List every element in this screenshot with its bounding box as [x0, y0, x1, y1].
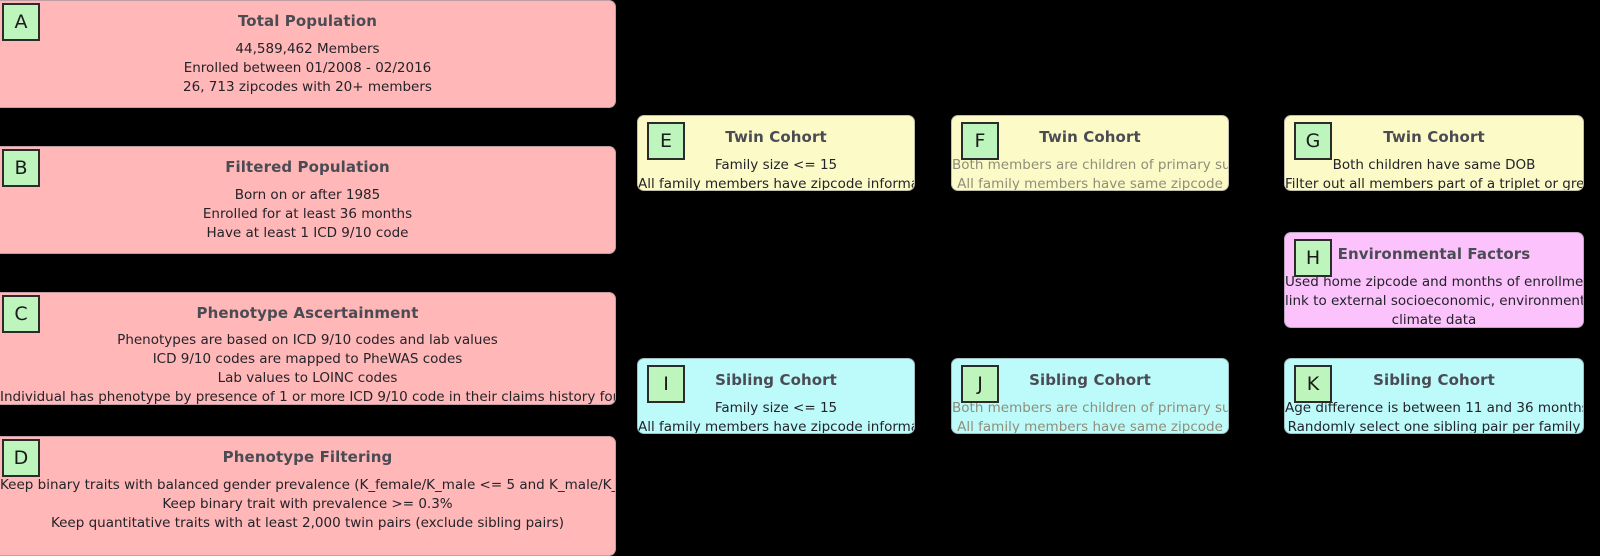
panel-b-badge: B: [2, 149, 40, 187]
panel-b-line-3: Have at least 1 ICD 9/10 code: [206, 225, 409, 241]
panel-k-body: Age difference is between 11 and 36 mont…: [1285, 399, 1584, 434]
panel-d-line-2: Keep binary trait with prevalence >= 0.3…: [162, 496, 453, 512]
panel-a: A Total Population 44,589,462 Members En…: [0, 0, 616, 108]
panel-b-body: Born on or after 1985 Enrolled for at le…: [0, 186, 615, 243]
panel-c-line-3: Lab values to LOINC codes: [217, 370, 398, 386]
panel-a-badge: A: [2, 3, 40, 41]
panel-g: G Twin Cohort Both children have same DO…: [1284, 115, 1584, 191]
panel-h-line-2: link to external socioeconomic, environm…: [1285, 293, 1584, 309]
panel-f-badge: F: [961, 122, 999, 160]
panel-c-title: Phenotype Ascertainment: [196, 304, 419, 322]
panel-d: D Phenotype Filtering Keep binary traits…: [0, 436, 616, 556]
panel-b: B Filtered Population Born on or after 1…: [0, 146, 616, 254]
panel-g-badge: G: [1294, 122, 1332, 160]
panel-e-line-1: Family size <= 15: [714, 157, 838, 173]
panel-c: C Phenotype Ascertainment Phenotypes are…: [0, 292, 616, 405]
panel-c-body: Phenotypes are based on ICD 9/10 codes a…: [0, 331, 615, 405]
panel-j: J Sibling Cohort Both members are childr…: [951, 358, 1229, 434]
panel-d-title: Phenotype Filtering: [222, 448, 393, 466]
panel-g-line-1: Both children have same DOB: [1332, 157, 1536, 173]
panel-j-title: Sibling Cohort: [1029, 371, 1151, 389]
panel-d-line-3: Keep quantitative traits with at least 2…: [50, 515, 565, 531]
panel-b-title: Filtered Population: [225, 158, 390, 176]
panel-a-body: 44,589,462 Members Enrolled between 01/2…: [0, 40, 615, 97]
panel-e-badge: E: [647, 122, 685, 160]
panel-k-title: Sibling Cohort: [1373, 371, 1495, 389]
panel-k-badge: K: [1294, 365, 1332, 403]
panel-f-body: Both members are children of primary sub…: [952, 156, 1228, 191]
panel-h-line-1: Used home zipcode and months of enrollme…: [1285, 274, 1584, 290]
panel-h: H Environmental Factors Used home zipcod…: [1284, 232, 1584, 328]
panel-j-line-1: Both members are children of primary sub…: [952, 400, 1228, 416]
panel-i-body: Family size <= 15 All family members hav…: [638, 399, 915, 434]
panel-f-line-2: All family members have same zipcode: [957, 176, 1223, 191]
panel-c-badge: C: [2, 295, 40, 333]
panel-j-line-2: All family members have same zipcode: [957, 419, 1223, 434]
panel-f-title: Twin Cohort: [1039, 128, 1141, 146]
panel-d-body: Keep binary traits with balanced gender …: [0, 476, 615, 533]
panel-h-badge: H: [1294, 239, 1332, 277]
panel-i-title: Sibling Cohort: [715, 371, 837, 389]
panel-f: F Twin Cohort Both members are children …: [951, 115, 1229, 191]
panel-d-line-1: Keep binary traits with balanced gender …: [0, 477, 615, 493]
panel-b-line-2: Enrolled for at least 36 months: [202, 206, 413, 222]
panel-h-line-3: climate data: [1391, 312, 1477, 328]
panel-h-body: Used home zipcode and months of enrollme…: [1285, 273, 1584, 328]
panel-i: I Sibling Cohort Family size <= 15 All f…: [637, 358, 915, 434]
panel-i-badge: I: [647, 365, 685, 403]
panel-k-line-2: Randomly select one sibling pair per fam…: [1287, 419, 1581, 434]
panel-h-title: Environmental Factors: [1337, 245, 1531, 263]
panel-e-line-2: All family members have zipcode informat…: [638, 176, 915, 191]
panel-k: K Sibling Cohort Age difference is betwe…: [1284, 358, 1584, 434]
panel-a-line-3: 26, 713 zipcodes with 20+ members: [183, 79, 432, 95]
panel-k-line-1: Age difference is between 11 and 36 mont…: [1285, 400, 1584, 416]
panel-g-title: Twin Cohort: [1383, 128, 1485, 146]
panel-j-body: Both members are children of primary sub…: [952, 399, 1228, 434]
panel-e: E Twin Cohort Family size <= 15 All fami…: [637, 115, 915, 191]
panel-g-body: Both children have same DOB Filter out a…: [1285, 156, 1584, 191]
panel-d-badge: D: [2, 439, 40, 477]
panel-e-body: Family size <= 15 All family members hav…: [638, 156, 915, 191]
panel-a-line-1: 44,589,462 Members: [235, 41, 380, 57]
panel-f-line-1: Both members are children of primary sub…: [952, 157, 1228, 173]
panel-i-line-2: All family members have zipcode informat…: [638, 419, 915, 434]
panel-a-title: Total Population: [237, 12, 378, 30]
panel-c-line-2: ICD 9/10 codes are mapped to PheWAS code…: [152, 351, 463, 367]
panel-j-badge: J: [961, 365, 999, 403]
panel-b-line-1: Born on or after 1985: [234, 187, 381, 203]
panel-i-line-1: Family size <= 15: [714, 400, 838, 416]
panel-c-line-4: Individual has phenotype by presence of …: [0, 389, 615, 405]
panel-a-line-2: Enrolled between 01/2008 - 02/2016: [183, 60, 432, 76]
panel-c-line-1: Phenotypes are based on ICD 9/10 codes a…: [117, 332, 498, 348]
panel-g-line-2: Filter out all members part of a triplet…: [1285, 176, 1584, 191]
panel-e-title: Twin Cohort: [725, 128, 827, 146]
